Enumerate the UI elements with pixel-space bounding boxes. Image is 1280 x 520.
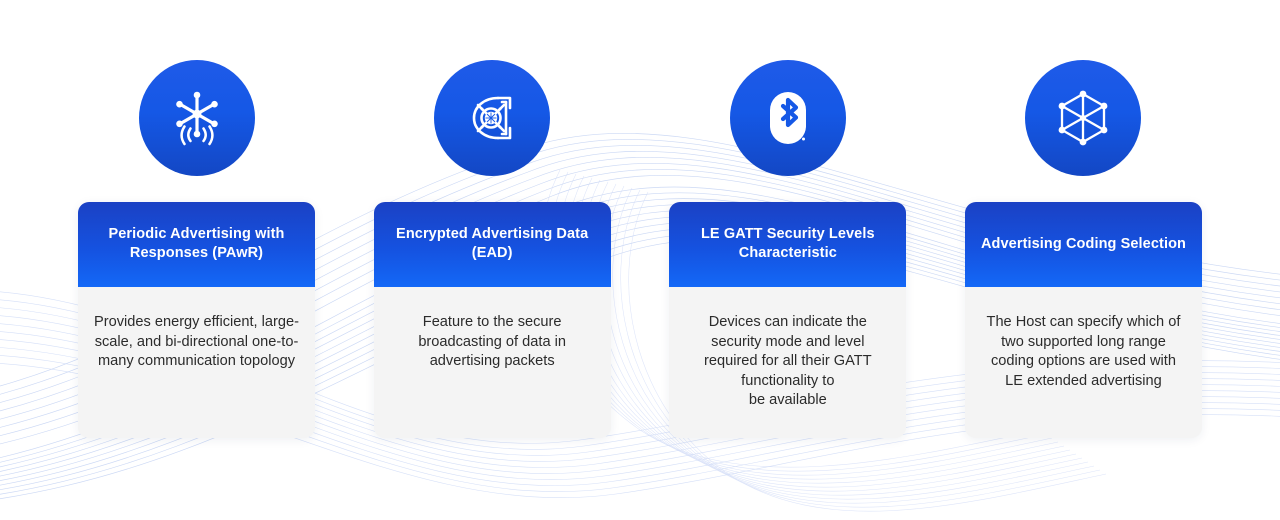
- card-title: Periodic Advertising with Responses (PAw…: [78, 202, 315, 287]
- icon-badge: [729, 60, 846, 176]
- icon-badge: [434, 60, 551, 176]
- icon-badge: [138, 60, 255, 176]
- feature-card[interactable]: Encrypted Advertising Data (EAD) Feature…: [373, 60, 611, 438]
- bluetooth-logo-icon: [756, 86, 820, 150]
- card-title: LE GATT Security Levels Characteristic: [669, 202, 907, 287]
- card-title: Encrypted Advertising Data (EAD): [373, 202, 611, 287]
- feature-card[interactable]: Advertising Coding Selection The Host ca…: [964, 60, 1202, 438]
- vault-safe-lock-icon: [462, 88, 522, 148]
- card-panel: LE GATT Security Levels Characteristic D…: [669, 202, 907, 438]
- mesh-network-hexagon-icon: [1052, 87, 1114, 149]
- icon-badge: [1025, 60, 1142, 176]
- card-description: Feature to the secure broadcasting of da…: [373, 287, 611, 438]
- card-panel: Advertising Coding Selection The Host ca…: [964, 202, 1202, 438]
- card-description: The Host can specify which of two suppor…: [964, 287, 1202, 438]
- card-description: Devices can indicate the security mode a…: [669, 287, 907, 438]
- feature-card[interactable]: LE GATT Security Levels Characteristic D…: [669, 60, 907, 438]
- card-panel: Encrypted Advertising Data (EAD) Feature…: [373, 202, 611, 438]
- card-panel: Periodic Advertising with Responses (PAw…: [78, 202, 315, 438]
- star-topology-wireless-icon: [166, 87, 228, 149]
- feature-card[interactable]: Periodic Advertising with Responses (PAw…: [78, 60, 315, 438]
- card-description: Provides energy efficient, large-scale, …: [78, 287, 315, 438]
- card-title: Advertising Coding Selection: [964, 202, 1202, 287]
- feature-card-list: Periodic Advertising with Responses (PAw…: [78, 60, 1202, 440]
